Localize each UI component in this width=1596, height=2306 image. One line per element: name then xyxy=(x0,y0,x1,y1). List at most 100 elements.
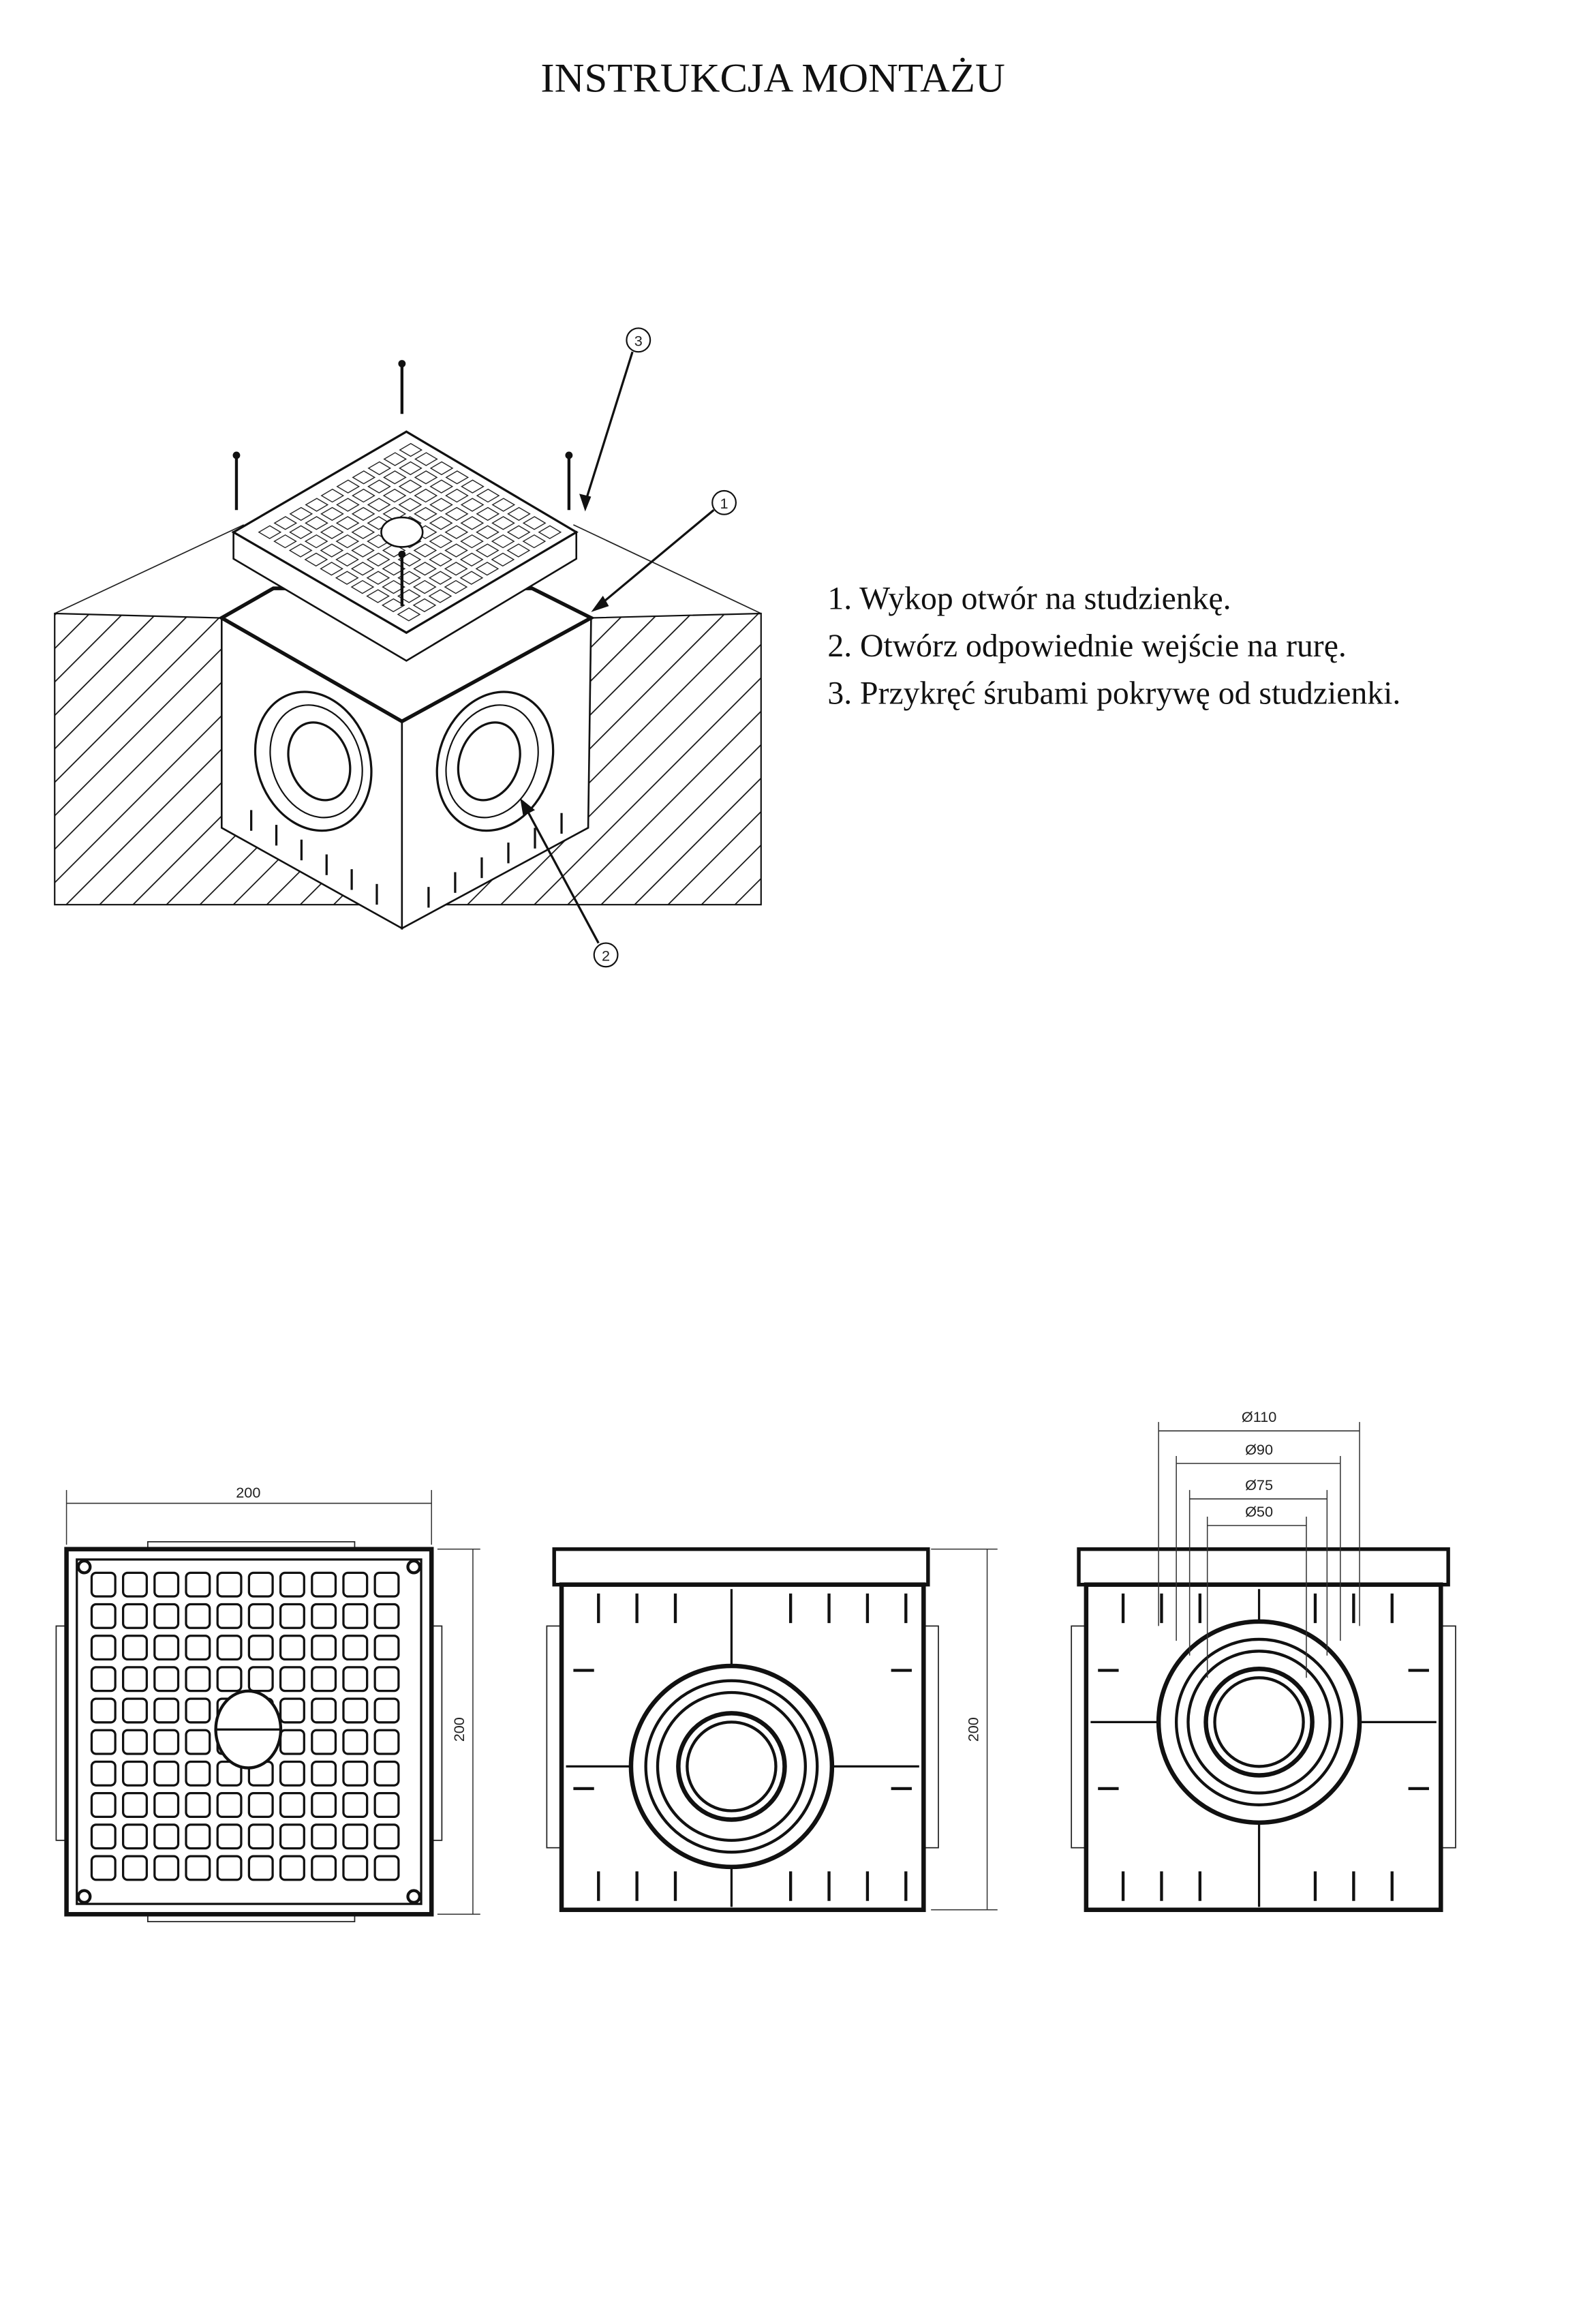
grid-cell xyxy=(90,1792,117,1819)
grid-cell xyxy=(444,543,468,558)
grid-cell xyxy=(90,1823,117,1850)
grid-cell xyxy=(273,516,298,530)
grid-cell xyxy=(373,1792,400,1819)
grid-cell xyxy=(373,1571,400,1598)
grid-cell xyxy=(320,562,343,576)
grid-cell xyxy=(459,552,484,567)
grid-cell xyxy=(366,571,390,585)
grid-cell xyxy=(153,1760,180,1787)
grid-cell xyxy=(185,1855,211,1881)
screw-icon xyxy=(76,1889,92,1905)
grid-cell xyxy=(311,1603,337,1629)
grid-cell xyxy=(445,470,470,485)
grid-cell xyxy=(475,543,500,558)
grid-cell xyxy=(216,1603,243,1629)
grid-cell xyxy=(398,479,423,494)
callout-number: 3 xyxy=(634,332,643,349)
grid-cell xyxy=(414,470,438,485)
grid-cell xyxy=(247,1855,274,1881)
screw-icon xyxy=(406,1889,422,1905)
grid-cell xyxy=(216,1823,243,1850)
dimension-d50: Ø50 xyxy=(1245,1503,1273,1520)
grid-cell xyxy=(90,1855,117,1881)
grid-cell xyxy=(279,1571,305,1598)
pipe-inlet-right xyxy=(435,691,555,832)
grid-cell xyxy=(398,498,423,512)
grid-cell xyxy=(90,1571,117,1598)
grid-cell xyxy=(336,479,360,494)
callout-number: 1 xyxy=(720,495,728,512)
callout-number: 2 xyxy=(602,947,610,965)
grid-cell xyxy=(122,1823,148,1850)
isometric-assembly-drawing: 3 1 2 xyxy=(54,327,762,968)
grid-cell xyxy=(122,1635,148,1661)
grid-cell xyxy=(279,1823,305,1850)
grid-cell xyxy=(216,1635,243,1661)
grid-cell xyxy=(342,1697,369,1724)
grid-cell xyxy=(460,534,484,549)
grid-cell xyxy=(367,498,391,512)
grid-cell xyxy=(90,1760,117,1787)
grid-cell xyxy=(90,1729,117,1755)
grid-cell xyxy=(373,1760,400,1787)
grid-cell xyxy=(373,1855,400,1881)
grid-cell xyxy=(373,1635,400,1661)
grid-cell xyxy=(153,1792,180,1819)
grid-cell xyxy=(397,571,421,585)
grid-cell xyxy=(476,488,500,503)
grid-cell xyxy=(413,562,437,576)
grid-cell xyxy=(153,1729,180,1755)
dimension-width: 200 xyxy=(236,1484,260,1501)
callout-2: 2 xyxy=(520,798,619,968)
grid-cell xyxy=(538,525,562,539)
grid-cell xyxy=(383,452,408,466)
grid-cell xyxy=(350,562,375,576)
grid-cell xyxy=(311,1729,337,1755)
grid-cell xyxy=(247,1823,274,1850)
grid-cell xyxy=(461,479,485,494)
grid-cell xyxy=(279,1697,305,1724)
grid-cell xyxy=(352,470,376,485)
grid-cell xyxy=(382,579,405,594)
well-ribs xyxy=(250,810,563,908)
grid-cell xyxy=(428,571,452,585)
grid-cell xyxy=(352,488,375,503)
grid-cell xyxy=(397,589,421,603)
grid-cell xyxy=(429,534,453,549)
grid-cell xyxy=(412,598,437,613)
callout-3: 3 xyxy=(579,327,651,512)
grid-cell xyxy=(335,534,360,549)
grid-cell xyxy=(320,506,344,521)
side-view-drawing: Ø110 Ø90 Ø75 Ø50 xyxy=(1071,1408,1456,1913)
grid-cell xyxy=(412,579,437,594)
grid-cell xyxy=(311,1855,337,1881)
grid-cell xyxy=(382,562,406,576)
grid-cell xyxy=(279,1603,305,1629)
callout-1: 1 xyxy=(591,489,737,612)
grid-cell xyxy=(90,1603,117,1629)
grid-cell xyxy=(373,1603,400,1629)
grid-cell xyxy=(153,1697,180,1724)
grid-cell xyxy=(429,498,453,512)
grid-cell xyxy=(185,1792,211,1819)
grid-cell xyxy=(491,498,516,512)
grid-cell xyxy=(397,607,421,622)
grid-cell xyxy=(216,1666,243,1693)
grid-cell xyxy=(153,1855,180,1881)
dimension-height: 200 xyxy=(450,1717,467,1742)
grid-cell xyxy=(122,1729,148,1755)
grid-cell xyxy=(304,534,328,549)
grid-cell xyxy=(153,1635,180,1661)
grid-cell xyxy=(350,579,375,594)
top-view-drawing: 200 200 xyxy=(55,1484,480,1922)
grid-cell xyxy=(273,534,297,549)
grid-cell xyxy=(460,516,485,530)
grid-cell xyxy=(122,1760,148,1787)
grid-cell xyxy=(247,1603,274,1629)
instruction-step-1: 1. Wykop otwór na studzienkę. xyxy=(827,580,1231,616)
grid-cell xyxy=(122,1666,148,1693)
grid-cell xyxy=(444,562,468,576)
pipe-inlet-left xyxy=(254,691,373,832)
grid-cell xyxy=(279,1792,305,1819)
grid-cell xyxy=(335,571,359,585)
